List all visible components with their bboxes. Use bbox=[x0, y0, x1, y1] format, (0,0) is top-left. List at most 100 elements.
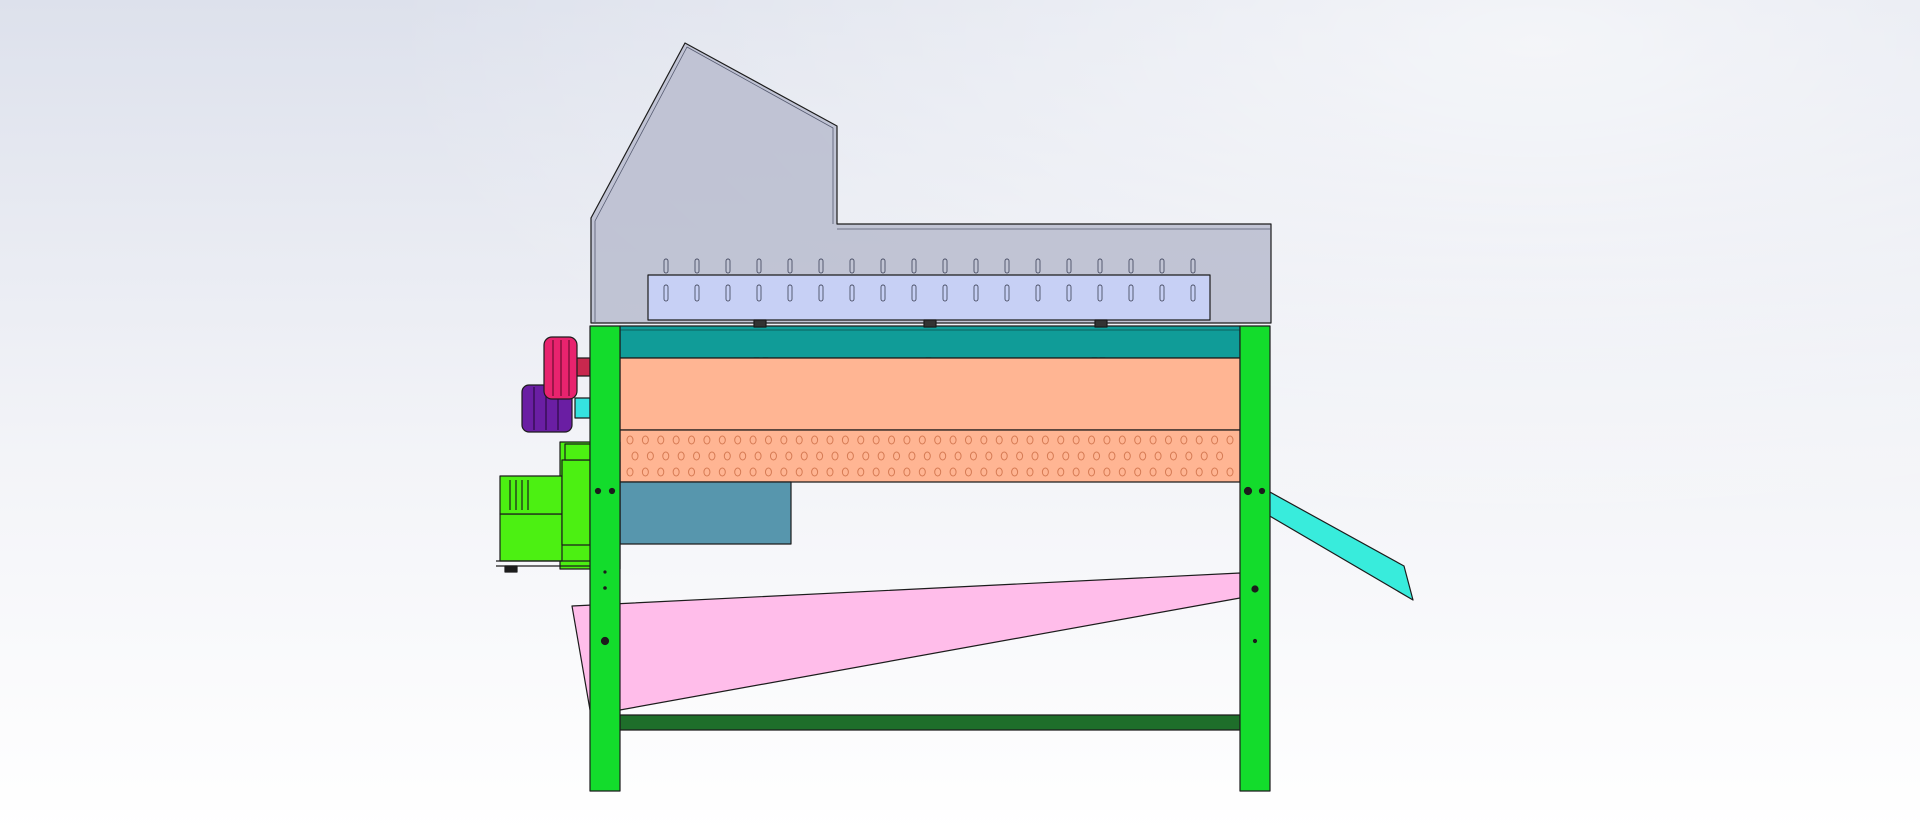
screen-hole bbox=[1026, 467, 1034, 477]
hopper-inner-edge bbox=[594, 46, 834, 323]
hopper-slot bbox=[663, 258, 669, 274]
screen-hole bbox=[862, 451, 870, 461]
screen-hole bbox=[734, 435, 742, 445]
screen-hole bbox=[769, 451, 777, 461]
screen-hole bbox=[688, 467, 696, 477]
screen-hole bbox=[1108, 451, 1116, 461]
screen-hole bbox=[657, 467, 665, 477]
screen-hole bbox=[1041, 467, 1049, 477]
hopper-slot bbox=[1097, 258, 1103, 274]
screen-hole bbox=[1088, 467, 1096, 477]
screen-hole bbox=[1195, 435, 1203, 445]
hopper-slot bbox=[1004, 258, 1010, 274]
hopper-slot bbox=[756, 258, 762, 274]
screen-hole bbox=[1057, 435, 1065, 445]
screen-hole bbox=[1226, 435, 1234, 445]
screen-hole bbox=[954, 451, 962, 461]
top-beam bbox=[619, 325, 1241, 359]
screen-hole bbox=[918, 467, 926, 477]
screen-hole bbox=[708, 451, 716, 461]
screen-hole bbox=[641, 467, 649, 477]
screen-hole bbox=[672, 435, 680, 445]
hopper-slot bbox=[911, 284, 917, 302]
screen-hole bbox=[662, 451, 670, 461]
screen-hole bbox=[980, 467, 988, 477]
motor-body bbox=[499, 513, 563, 562]
hopper-slot bbox=[756, 284, 762, 302]
screen-hole bbox=[646, 451, 654, 461]
screen-hole bbox=[1103, 467, 1111, 477]
screen-hole bbox=[1077, 451, 1085, 461]
screen-hole bbox=[888, 467, 896, 477]
hopper-slot bbox=[1066, 258, 1072, 274]
screen-hole bbox=[734, 467, 742, 477]
screen-hole bbox=[1031, 451, 1039, 461]
screen-hole bbox=[888, 435, 896, 445]
screen-hole bbox=[949, 467, 957, 477]
screen-hole bbox=[934, 435, 942, 445]
screen-hole bbox=[908, 451, 916, 461]
screen-hole bbox=[841, 435, 849, 445]
screen-hole bbox=[795, 435, 803, 445]
screen-hole bbox=[1154, 451, 1162, 461]
discharge-chute bbox=[571, 572, 1241, 711]
screen-hole bbox=[1046, 451, 1054, 461]
screen-hole bbox=[995, 467, 1003, 477]
hopper-slot bbox=[942, 258, 948, 274]
hopper-slot bbox=[787, 284, 793, 302]
screen-hole bbox=[893, 451, 901, 461]
screen-hole bbox=[995, 435, 1003, 445]
fastener bbox=[600, 636, 610, 646]
screen-hole bbox=[1139, 451, 1147, 461]
hopper-slot bbox=[911, 258, 917, 274]
hopper-slot bbox=[880, 258, 886, 274]
screen-hole bbox=[1180, 435, 1188, 445]
hopper-slot bbox=[973, 284, 979, 302]
leg-fasteners bbox=[594, 486, 1266, 646]
screen-hole bbox=[872, 467, 880, 477]
hopper-slot bbox=[880, 284, 886, 302]
screen-hole bbox=[1072, 467, 1080, 477]
screen-hole bbox=[846, 451, 854, 461]
screen-hole bbox=[718, 467, 726, 477]
screen-hole bbox=[872, 435, 880, 445]
hopper-slot-panel bbox=[647, 274, 1211, 321]
screen-hole bbox=[903, 435, 911, 445]
screen-hole bbox=[811, 467, 819, 477]
motor-end-cap bbox=[499, 475, 563, 515]
hopper-slot bbox=[1128, 284, 1134, 302]
screen-hole bbox=[1164, 467, 1172, 477]
hopper-slot bbox=[1159, 284, 1165, 302]
fastener bbox=[608, 487, 616, 495]
screen-hole bbox=[1000, 451, 1008, 461]
screen-hole bbox=[831, 451, 839, 461]
screen-hole bbox=[764, 467, 772, 477]
screen-hole bbox=[1180, 467, 1188, 477]
screen-hole bbox=[749, 467, 757, 477]
hopper-slot bbox=[663, 284, 669, 302]
hopper-slots bbox=[663, 258, 1196, 302]
hopper-slot bbox=[1035, 284, 1041, 302]
screen-hole bbox=[1164, 435, 1172, 445]
screen-hole bbox=[923, 451, 931, 461]
hopper-slot bbox=[1190, 284, 1196, 302]
screen-hole bbox=[1011, 435, 1019, 445]
screen-hole bbox=[1016, 451, 1024, 461]
screen-hole bbox=[657, 435, 665, 445]
screen-hole bbox=[780, 435, 788, 445]
screen-hole bbox=[857, 467, 865, 477]
screen-hole bbox=[1093, 451, 1101, 461]
screen-hole bbox=[964, 435, 972, 445]
screen-hole bbox=[785, 451, 793, 461]
bolt bbox=[1094, 319, 1108, 328]
hopper-slot bbox=[1035, 258, 1041, 274]
screen-hole bbox=[826, 467, 834, 477]
fastener bbox=[1243, 486, 1253, 496]
hopper-slot bbox=[1190, 258, 1196, 274]
screen-hole bbox=[672, 467, 680, 477]
hopper-slot bbox=[1066, 284, 1072, 302]
motor-housing bbox=[561, 459, 591, 546]
screen-hole bbox=[703, 435, 711, 445]
screen-hole bbox=[903, 467, 911, 477]
